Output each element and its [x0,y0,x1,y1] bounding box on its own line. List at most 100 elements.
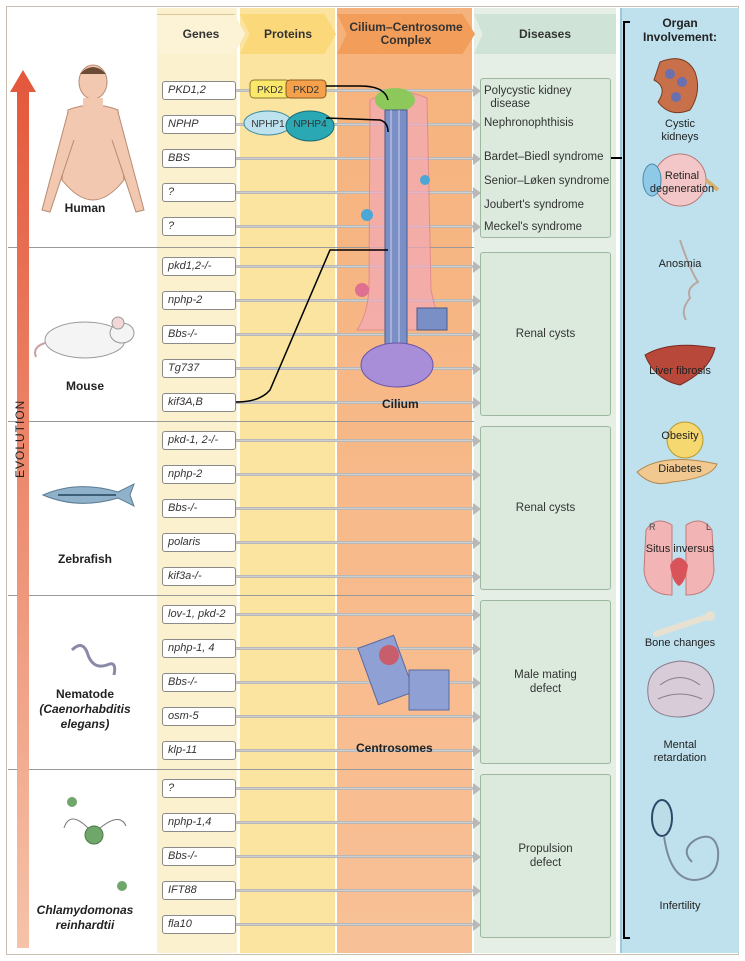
protein-pkd2-right: PKD2 [293,85,320,96]
lung-right-label: R [649,522,656,532]
gene-box: polaris [162,533,236,552]
organ-bone: Bone changes [644,637,716,649]
genes-header: Genes [157,14,245,54]
nematode-icon [70,644,117,676]
protein-shapes: PKD2 PKD2 NPHP1 NPHP4 [243,79,335,142]
lungs-heart-icon: R L [643,520,715,596]
gene-disease-arrow [236,329,481,341]
gene-disease-arrow [236,711,481,723]
gene-disease-arrow [236,187,481,199]
gene-box: Bbs-/- [162,847,236,866]
gene-disease-arrow [236,435,481,447]
gene-disease-arrow [236,885,481,897]
species-mouse: Mouse [65,379,104,393]
zebrafish-icon [41,482,135,508]
nose-face-icon [679,240,700,320]
species-human: Human [64,201,106,215]
gene-box: nphp-1,4 [162,813,236,832]
gene-box: BBS [162,149,236,168]
gene-box: ? [162,779,236,798]
gene-box: nphp-2 [162,291,236,310]
gene-box: PKD1,2 [162,81,236,100]
centrosomes-label: Centrosomes [356,741,433,755]
row-separator [8,595,474,596]
disease-joubert: Joubert's syndrome [484,199,584,211]
organ-obesity: Obesity [661,430,699,442]
row-separator [8,421,474,422]
species-zebrafish: Zebrafish [57,552,112,566]
gene-disease-arrow [236,261,481,273]
disease-pkd: Polycystic kidney disease [484,85,572,110]
row-separator [8,247,474,248]
protein-nphp4: NPHP4 [293,119,327,130]
disease-box-mouse: Renal cysts [480,252,611,416]
gene-disease-arrow [236,745,481,757]
proteins-column [240,8,335,953]
gene-box: fla10 [162,915,236,934]
cilium-label: Cilium [382,397,419,411]
gene-box: nphp-1, 4 [162,639,236,658]
gene-box: klp-11 [162,741,236,760]
gene-disease-arrow [236,85,481,97]
retina-eye-icon [642,153,720,207]
disease-meckel: Meckel's syndrome [484,221,583,233]
disease-box-human [480,78,611,238]
organ-anosmia: Anosmia [658,258,702,270]
gene-disease-arrow [236,817,481,829]
gene-disease-arrow [236,851,481,863]
organ-liver: Liver fibrosis [649,365,711,377]
organ-situs: Situs inversus [645,543,715,555]
protein-nphp1: NPHP1 [251,119,285,130]
gene-box: osm-5 [162,707,236,726]
row-separator [8,769,474,770]
human-figure-icon [41,64,145,213]
gene-box: Tg737 [162,359,236,378]
gene-box: pkd-1, 2-/- [162,431,236,450]
organ-infertility: Infertility [659,900,701,912]
disease-nephronophthisis: Nephronophthisis [484,117,574,129]
gene-box: ? [162,217,236,236]
fat-cell-icon [666,421,704,459]
disease-box-zebrafish: Renal cysts [480,426,611,590]
organ-diabetes: Diabetes [658,463,702,475]
gene-disease-arrow [236,397,481,409]
gene-box: Bbs-/- [162,673,236,692]
pancreas-icon [636,459,718,485]
evolution-arrow [10,70,36,948]
cystic-kidney-icon [653,58,699,114]
proteins-header: Proteins [240,14,336,54]
gene-box: kif3a-/- [162,567,236,586]
diseases-header: Diseases [474,14,616,54]
gene-disease-arrow [236,571,481,583]
gene-disease-arrow [236,537,481,549]
gene-box: pkd1,2-/- [162,257,236,276]
gene-disease-arrow [236,295,481,307]
gene-box: ? [162,183,236,202]
gene-disease-arrow [236,503,481,515]
gene-box: kif3A,B [162,393,236,412]
gene-disease-arrow [236,153,481,165]
bone-icon [653,611,715,637]
disease-senior-loken: Senior–Løken syndrome [484,175,610,187]
mouse-icon [34,316,135,359]
protein-pkd2-left: PKD2 [257,85,284,96]
disease-bardet-biedl: Bardet–Biedl syndrome [484,151,604,163]
lung-left-label: L [706,522,711,532]
gene-disease-arrow [236,919,481,931]
gene-disease-arrow [236,643,481,655]
gene-disease-arrow [236,609,481,621]
liver-icon [644,344,716,386]
gene-disease-arrow [236,469,481,481]
gene-box: nphp-2 [162,465,236,484]
gene-disease-arrow [236,119,481,131]
gene-disease-arrow [236,677,481,689]
gene-box: Bbs-/- [162,499,236,518]
